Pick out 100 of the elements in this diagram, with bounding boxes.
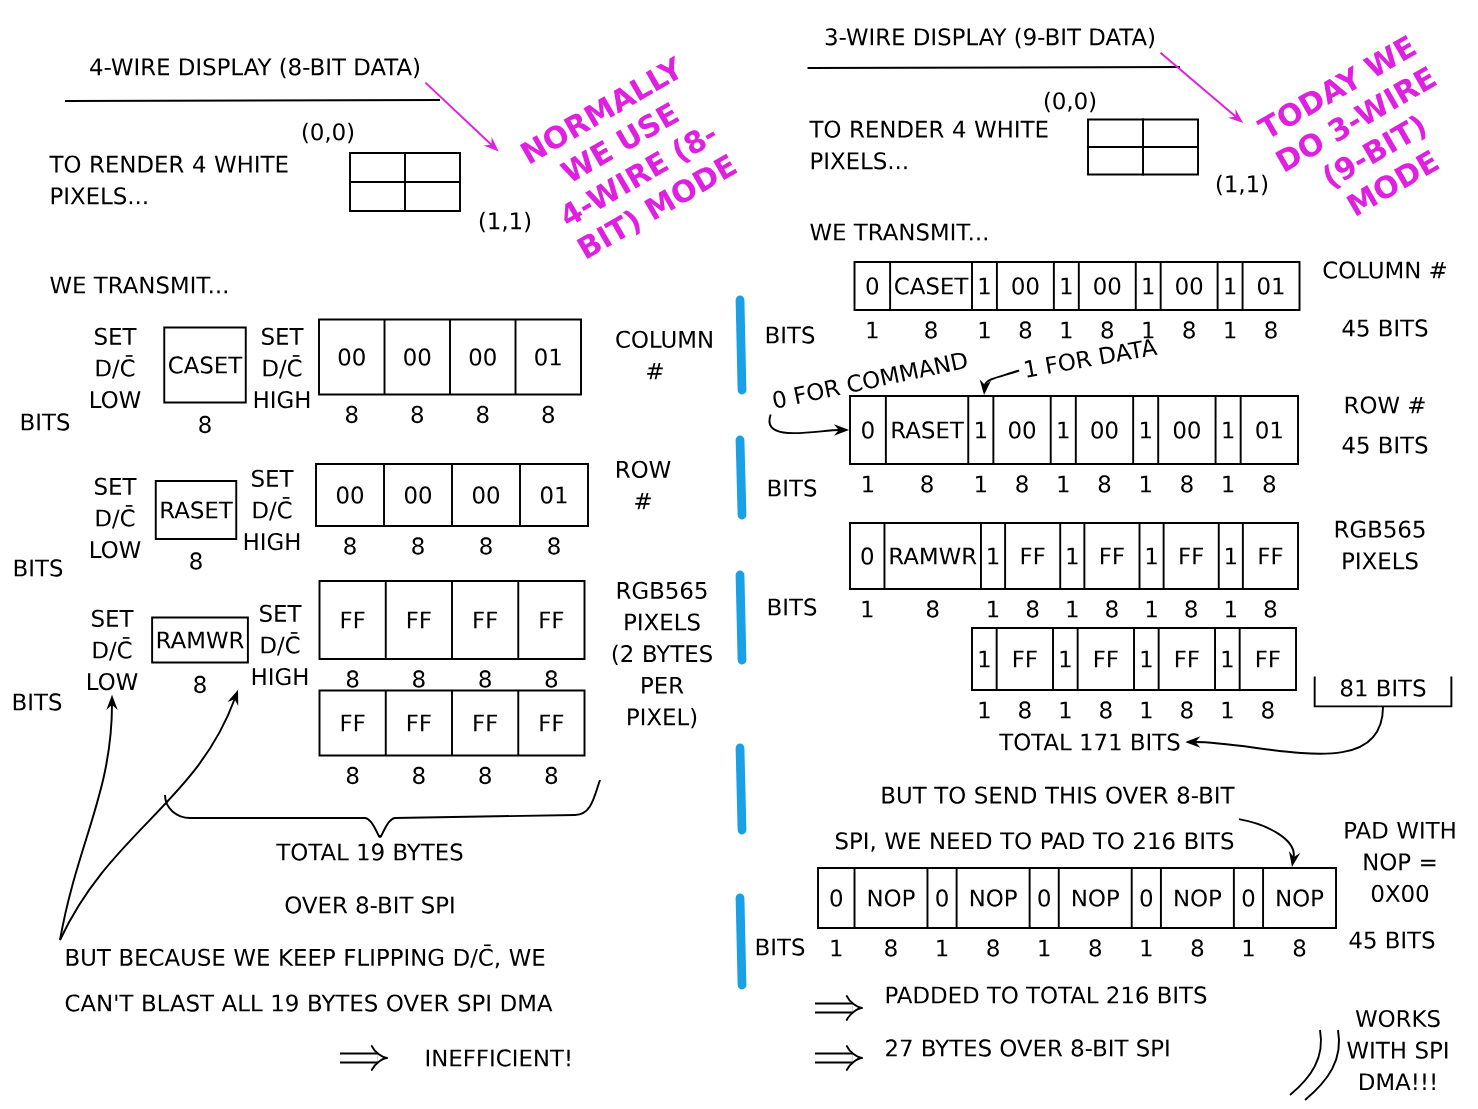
bit-count: 1 bbox=[863, 475, 874, 493]
bit-count: 8 bbox=[477, 405, 489, 424]
text-label: 45 BITS bbox=[1349, 931, 1435, 949]
field-value: NOP bbox=[1175, 889, 1222, 907]
field-value: 0 bbox=[1038, 889, 1050, 907]
field-value: 01 bbox=[1258, 277, 1284, 295]
field-value: 00 bbox=[1094, 277, 1121, 295]
command-box: RAMWR bbox=[151, 616, 249, 664]
field-value: FF bbox=[341, 714, 365, 732]
bit-count: 8 bbox=[411, 405, 423, 424]
bit-total: 81 BITS bbox=[1340, 679, 1426, 697]
field-value: FF bbox=[1256, 650, 1280, 668]
field-value: 00 bbox=[1091, 421, 1118, 439]
bit-count: 8 bbox=[548, 537, 560, 555]
text-label: BITS bbox=[13, 693, 62, 711]
bit-count: 8 bbox=[1019, 321, 1032, 339]
field-value: 01 bbox=[1256, 421, 1282, 439]
bit-count: 8 bbox=[1263, 475, 1276, 493]
field-value: FF bbox=[1259, 547, 1283, 565]
field-value: 01 bbox=[535, 348, 561, 366]
bit-count: 8 bbox=[199, 415, 211, 434]
bit-count: 8 bbox=[1191, 939, 1204, 957]
field-value: FF bbox=[474, 714, 497, 732]
text-label: RGB565 PIXELS bbox=[1335, 520, 1425, 570]
bit-count: 1 bbox=[1226, 600, 1236, 618]
bit-count: 8 bbox=[479, 766, 491, 785]
field-value: 1 bbox=[1146, 547, 1157, 565]
bit-count: 1 bbox=[1140, 475, 1151, 493]
bit-total: TOTAL 171 BITS bbox=[999, 733, 1180, 751]
field-value: 00 bbox=[338, 348, 365, 366]
bit-count: 8 bbox=[1185, 600, 1197, 618]
field-value: NOP bbox=[1073, 889, 1119, 907]
field-value: FF bbox=[540, 611, 564, 629]
bit-count: 8 bbox=[1262, 701, 1274, 719]
bit-count: 1 bbox=[1060, 701, 1071, 719]
field-value: 00 bbox=[1009, 421, 1036, 439]
paragraph: BUT TO SEND THIS OVER 8-BIT SPI, WE NEED TO PAD TO 216 BITS bbox=[836, 786, 1235, 852]
bit-count: 8 bbox=[987, 939, 999, 957]
text-label: BITS bbox=[756, 938, 805, 956]
field-value: 1 bbox=[988, 547, 999, 565]
bit-count: 8 bbox=[885, 939, 897, 957]
field-value: FF bbox=[1013, 650, 1037, 668]
text-label: 45 BITS bbox=[1342, 436, 1428, 454]
field-value: 1 bbox=[1143, 277, 1154, 295]
field-value: 1 bbox=[979, 650, 990, 668]
field-value: 1 bbox=[1067, 547, 1078, 565]
bit-count: 8 bbox=[1183, 321, 1195, 339]
bit-count: 8 bbox=[413, 670, 425, 688]
text-label: BITS bbox=[21, 413, 70, 431]
bit-count: 8 bbox=[545, 670, 558, 688]
bit-count: 1 bbox=[1222, 701, 1233, 719]
text-label: BITS bbox=[768, 598, 817, 616]
text-label: SET D/C̄ HIGH bbox=[254, 327, 310, 409]
field-value: 00 bbox=[1012, 277, 1039, 295]
field-value: FF bbox=[1175, 650, 1199, 668]
field-value: 00 bbox=[473, 486, 499, 504]
field-value: 0 bbox=[866, 277, 879, 295]
bit-count: 1 bbox=[867, 321, 878, 339]
bit-count: 8 bbox=[346, 405, 358, 424]
bit-count: 8 bbox=[479, 670, 491, 688]
bit-count: 8 bbox=[1019, 701, 1031, 719]
bit-count: 1 bbox=[979, 321, 990, 339]
bit-count: 8 bbox=[1265, 321, 1277, 339]
bit-count: 8 bbox=[190, 552, 202, 570]
heading: 4-WIRE DISPLAY (8-BIT DATA) bbox=[90, 57, 420, 79]
bit-count: 1 bbox=[1225, 321, 1236, 339]
bit-count: 8 bbox=[925, 321, 937, 339]
field-value: 0 bbox=[830, 889, 842, 907]
signal-label: SET D/C̄ HIGH bbox=[252, 604, 308, 686]
bit-count: 1 bbox=[1223, 475, 1234, 493]
coordinate-label: (0,0) bbox=[1044, 91, 1096, 113]
field-value: 1 bbox=[1222, 650, 1233, 668]
field-value: 1 bbox=[976, 421, 986, 439]
bit-count: 1 bbox=[1243, 939, 1254, 957]
bit-count: 1 bbox=[1141, 939, 1152, 957]
field-value: 1 bbox=[1225, 277, 1236, 295]
text-label: RGB565 PIXELS (2 BYTES PER PIXEL) bbox=[612, 581, 712, 729]
coordinate-label: (1,1) bbox=[479, 211, 531, 233]
bit-count: 8 bbox=[1100, 701, 1112, 719]
pixel-grid bbox=[1086, 117, 1200, 177]
paragraph: BUT BECAUSE WE KEEP FLIPPING D/C̄, WE CAN'T BLAST ALL 19 BYTES OVER SPI DMA bbox=[65, 944, 553, 1012]
text-label: BITS bbox=[766, 326, 815, 344]
text-label: PAD WITH NOP = 0X00 bbox=[1345, 821, 1455, 903]
text-label: 45 BITS bbox=[1342, 319, 1428, 337]
bit-count: 8 bbox=[1264, 600, 1277, 618]
bit-count: 8 bbox=[1293, 939, 1306, 957]
bit-count: 8 bbox=[480, 537, 492, 555]
text-label: BITS bbox=[768, 479, 817, 497]
bit-count: 8 bbox=[412, 537, 424, 555]
text-label: COLUMN # bbox=[616, 330, 712, 380]
text-label: SET D/C̄ LOW bbox=[91, 477, 141, 559]
field-value: 0 bbox=[936, 889, 948, 907]
field-value: CASET bbox=[895, 277, 969, 295]
field-value: 1 bbox=[979, 277, 990, 295]
field-value: 00 bbox=[1176, 277, 1203, 295]
bit-count: 1 bbox=[1146, 600, 1157, 618]
field-value: FF bbox=[1021, 547, 1045, 565]
bit-count: 1 bbox=[988, 600, 999, 618]
field-value: 1 bbox=[1140, 421, 1151, 439]
field-value: FF bbox=[540, 714, 564, 732]
